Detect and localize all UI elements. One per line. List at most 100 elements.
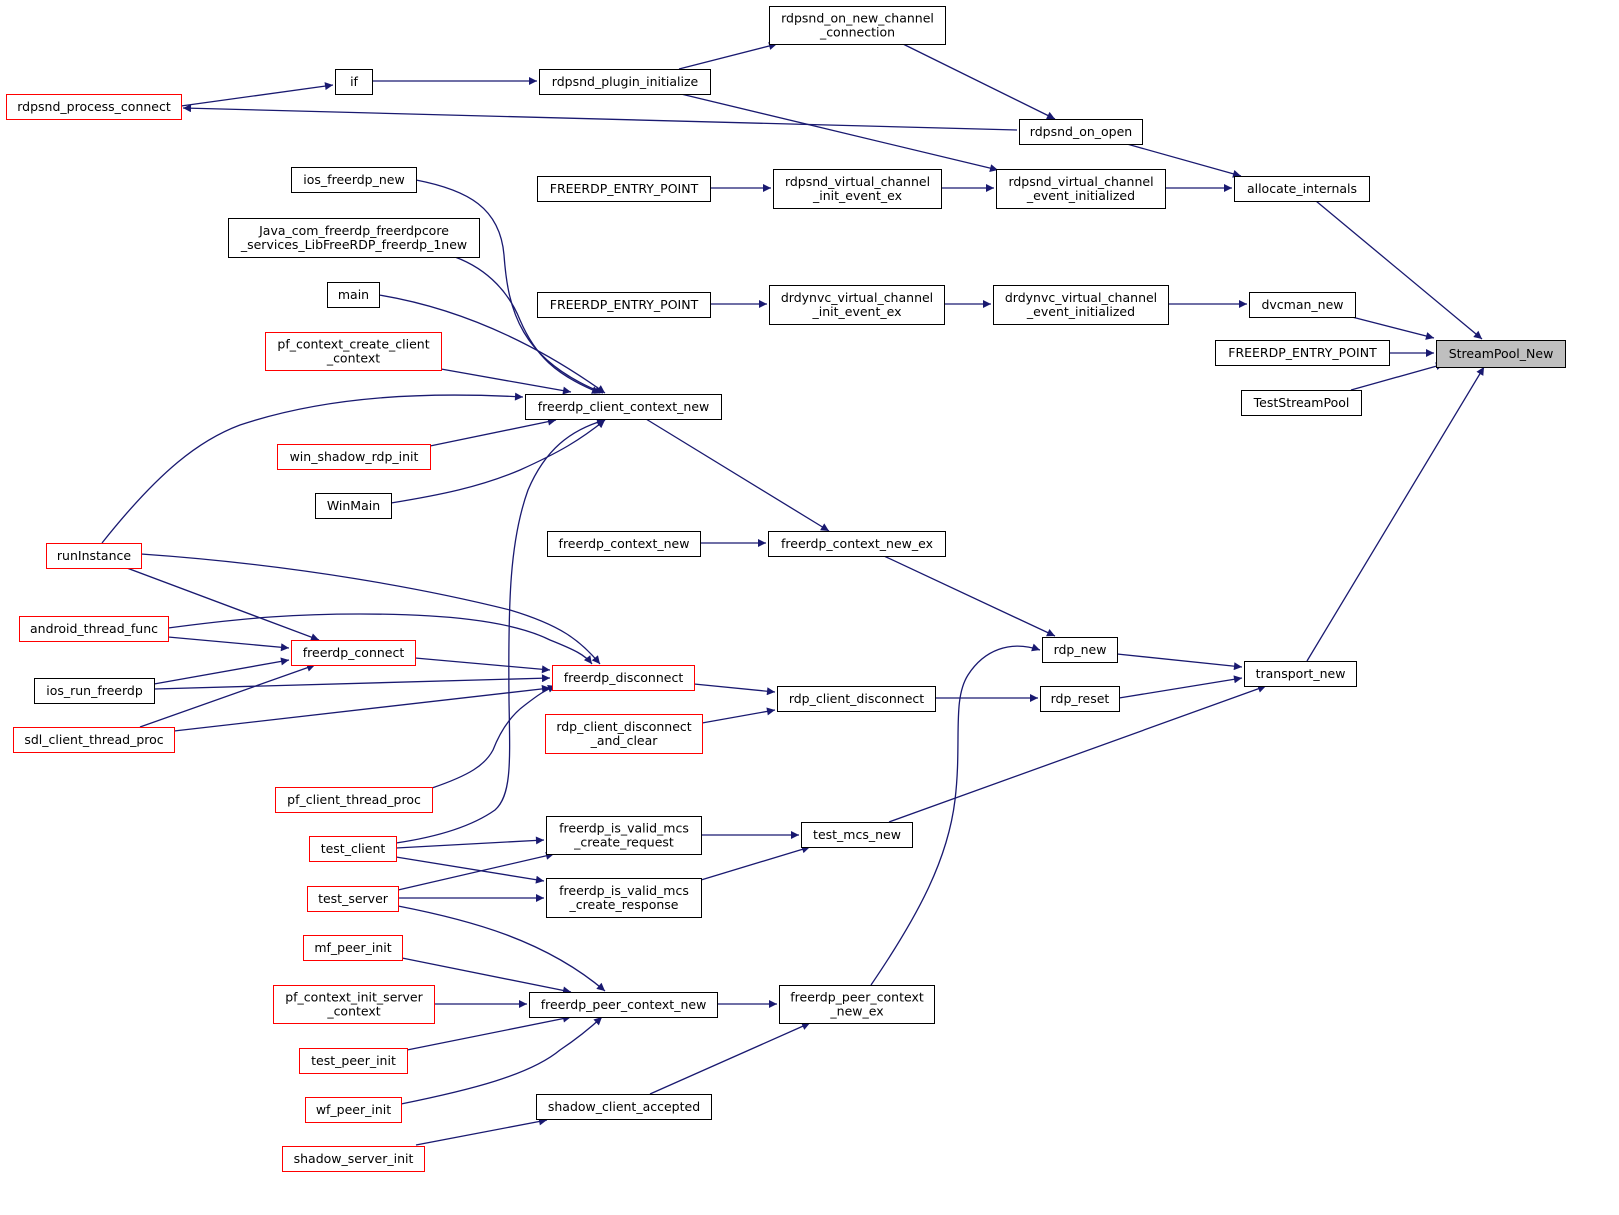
node-android[interactable]: android_thread_func (19, 616, 169, 642)
node-box[interactable] (228, 218, 480, 258)
node-box[interactable] (529, 992, 718, 1018)
node-box[interactable] (779, 985, 935, 1024)
node-peer-ctx-new[interactable]: freerdp_peer_context_new (529, 992, 718, 1018)
node-box[interactable] (277, 444, 431, 470)
node-drdynvc-vce[interactable]: drdynvc_virtual_channel_event_initialize… (993, 285, 1169, 325)
node-rdpsnd-vce[interactable]: rdpsnd_virtual_channel_event_initialized (996, 169, 1166, 209)
node-box[interactable] (773, 169, 942, 209)
node-alloc[interactable]: allocate_internals (1234, 176, 1370, 202)
node-pf-ccc[interactable]: pf_context_create_client_context (265, 332, 442, 371)
node-box[interactable] (1019, 119, 1143, 145)
node-onnewchan[interactable]: rdpsnd_on_new_channel_connection (769, 6, 946, 45)
node-valid-resp[interactable]: freerdp_is_valid_mcs_create_response (546, 878, 702, 918)
node-runinstance[interactable]: runInstance (46, 543, 142, 569)
node-winmain[interactable]: WinMain (315, 493, 392, 519)
node-box[interactable] (1042, 637, 1118, 663)
node-process-connect[interactable]: rdpsnd_process_connect (6, 94, 182, 120)
node-box[interactable] (1241, 390, 1362, 416)
node-box[interactable] (13, 727, 175, 753)
node-box[interactable] (537, 176, 711, 202)
node-box[interactable] (545, 714, 703, 754)
node-disc-clear[interactable]: rdp_client_disconnect_and_clear (545, 714, 703, 754)
node-test-client[interactable]: test_client (309, 836, 397, 862)
node-shadow-server[interactable]: shadow_server_init (282, 1146, 425, 1172)
node-box[interactable] (265, 332, 442, 371)
node-test-peer[interactable]: test_peer_init (299, 1048, 408, 1074)
node-box[interactable] (327, 282, 380, 308)
node-box[interactable] (305, 1097, 402, 1123)
node-box[interactable] (1436, 340, 1566, 368)
node-dvcman[interactable]: dvcman_new (1249, 292, 1356, 318)
node-box[interactable] (546, 878, 702, 918)
node-sdl[interactable]: sdl_client_thread_proc (13, 727, 175, 753)
node-connect[interactable]: freerdp_connect (291, 640, 416, 666)
node-box[interactable] (1215, 340, 1390, 366)
node-test-mcs[interactable]: test_mcs_new (801, 822, 913, 848)
node-box[interactable] (6, 94, 182, 120)
node-box[interactable] (1040, 686, 1120, 712)
node-box[interactable] (768, 531, 946, 557)
node-box[interactable] (307, 886, 399, 912)
node-rdp-reset[interactable]: rdp_reset (1040, 686, 1120, 712)
node-box[interactable] (303, 935, 403, 961)
node-box[interactable] (769, 6, 946, 45)
node-box[interactable] (537, 292, 711, 318)
node-box[interactable] (777, 686, 936, 712)
node-rdpsnd-open[interactable]: rdpsnd_on_open (1019, 119, 1143, 145)
node-java[interactable]: Java_com_freerdp_freerdpcore_services_Li… (228, 218, 480, 258)
node-teststream[interactable]: TestStreamPool (1241, 390, 1362, 416)
node-box[interactable] (309, 836, 397, 862)
node-box[interactable] (1234, 176, 1370, 202)
node-box[interactable] (273, 985, 435, 1024)
node-box[interactable] (546, 816, 702, 855)
node-box[interactable] (335, 69, 373, 95)
node-fep4[interactable]: FREERDP_ENTRY_POINT (1215, 340, 1390, 366)
node-box[interactable] (1249, 292, 1356, 318)
node-disconnect[interactable]: freerdp_disconnect (552, 665, 695, 691)
node-stream[interactable]: StreamPool_New (1436, 340, 1566, 368)
node-main[interactable]: main (327, 282, 380, 308)
node-client-ctx-new[interactable]: freerdp_client_context_new (525, 394, 722, 420)
node-peer-ctx-new-ex[interactable]: freerdp_peer_context_new_ex (779, 985, 935, 1024)
node-win-shadow[interactable]: win_shadow_rdp_init (277, 444, 431, 470)
node-drdynvc-vcie[interactable]: drdynvc_virtual_channel_init_event_ex (769, 285, 945, 325)
node-box[interactable] (282, 1146, 425, 1172)
node-box[interactable] (801, 822, 913, 848)
node-box[interactable] (769, 285, 945, 325)
node-fep2[interactable]: FREERDP_ENTRY_POINT (537, 292, 711, 318)
node-pf-client-thread[interactable]: pf_client_thread_proc (275, 787, 433, 813)
node-transport[interactable]: transport_new (1244, 661, 1357, 687)
node-rdp-new[interactable]: rdp_new (1042, 637, 1118, 663)
node-rdpsnd-vcie[interactable]: rdpsnd_virtual_channel_init_event_ex (773, 169, 942, 209)
node-box[interactable] (552, 665, 695, 691)
node-box[interactable] (993, 285, 1169, 325)
node-box[interactable] (539, 69, 711, 95)
node-test-server[interactable]: test_server (307, 886, 399, 912)
node-box[interactable] (46, 543, 142, 569)
node-box[interactable] (1244, 661, 1357, 687)
node-box[interactable] (19, 616, 169, 642)
node-box[interactable] (525, 394, 722, 420)
node-ios-new[interactable]: ios_freerdp_new (291, 167, 417, 193)
node-shadow-accepted[interactable]: shadow_client_accepted (536, 1094, 712, 1120)
node-box[interactable] (536, 1094, 712, 1120)
node-ctx-new-ex[interactable]: freerdp_context_new_ex (768, 531, 946, 557)
node-valid-req[interactable]: freerdp_is_valid_mcs_create_request (546, 816, 702, 855)
node-fep1[interactable]: FREERDP_ENTRY_POINT (537, 176, 711, 202)
node-box[interactable] (34, 678, 155, 704)
node-box[interactable] (547, 531, 701, 557)
node-box[interactable] (996, 169, 1166, 209)
node-ios-run[interactable]: ios_run_freerdp (34, 678, 155, 704)
node-if[interactable]: if (335, 69, 373, 95)
node-box[interactable] (299, 1048, 408, 1074)
node-box[interactable] (291, 167, 417, 193)
node-wf-peer[interactable]: wf_peer_init (305, 1097, 402, 1123)
node-ctx-new[interactable]: freerdp_context_new (547, 531, 701, 557)
node-pf-cisc[interactable]: pf_context_init_server_context (273, 985, 435, 1024)
node-box[interactable] (291, 640, 416, 666)
node-mf-peer[interactable]: mf_peer_init (303, 935, 403, 961)
node-box[interactable] (275, 787, 433, 813)
node-box[interactable] (315, 493, 392, 519)
node-rdp-client-disc[interactable]: rdp_client_disconnect (777, 686, 936, 712)
node-plugin-init[interactable]: rdpsnd_plugin_initialize (539, 69, 711, 95)
